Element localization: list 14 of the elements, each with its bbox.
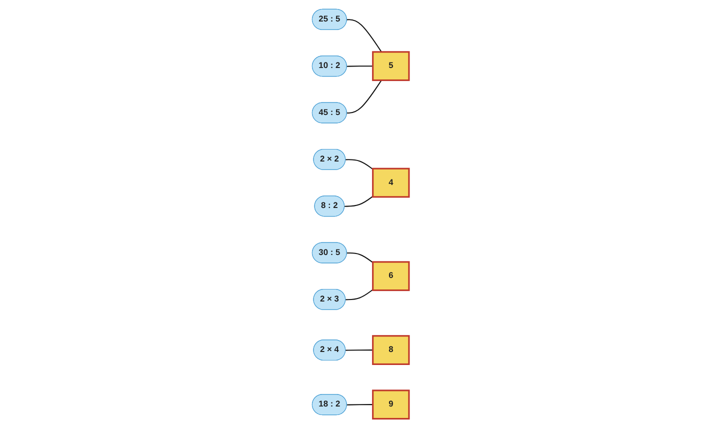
node-box: 9 xyxy=(372,390,410,420)
connector xyxy=(347,66,374,67)
connector xyxy=(347,404,374,406)
connector xyxy=(344,196,374,207)
connector xyxy=(347,80,382,114)
connector xyxy=(347,252,374,264)
connector xyxy=(347,19,382,52)
node-box: 8 xyxy=(372,335,410,366)
node-box: 5 xyxy=(372,51,410,82)
node-box: 6 xyxy=(372,261,410,292)
connector xyxy=(346,350,374,351)
node-box: 4 xyxy=(372,168,410,198)
connector xyxy=(346,159,374,170)
connector xyxy=(346,289,374,300)
